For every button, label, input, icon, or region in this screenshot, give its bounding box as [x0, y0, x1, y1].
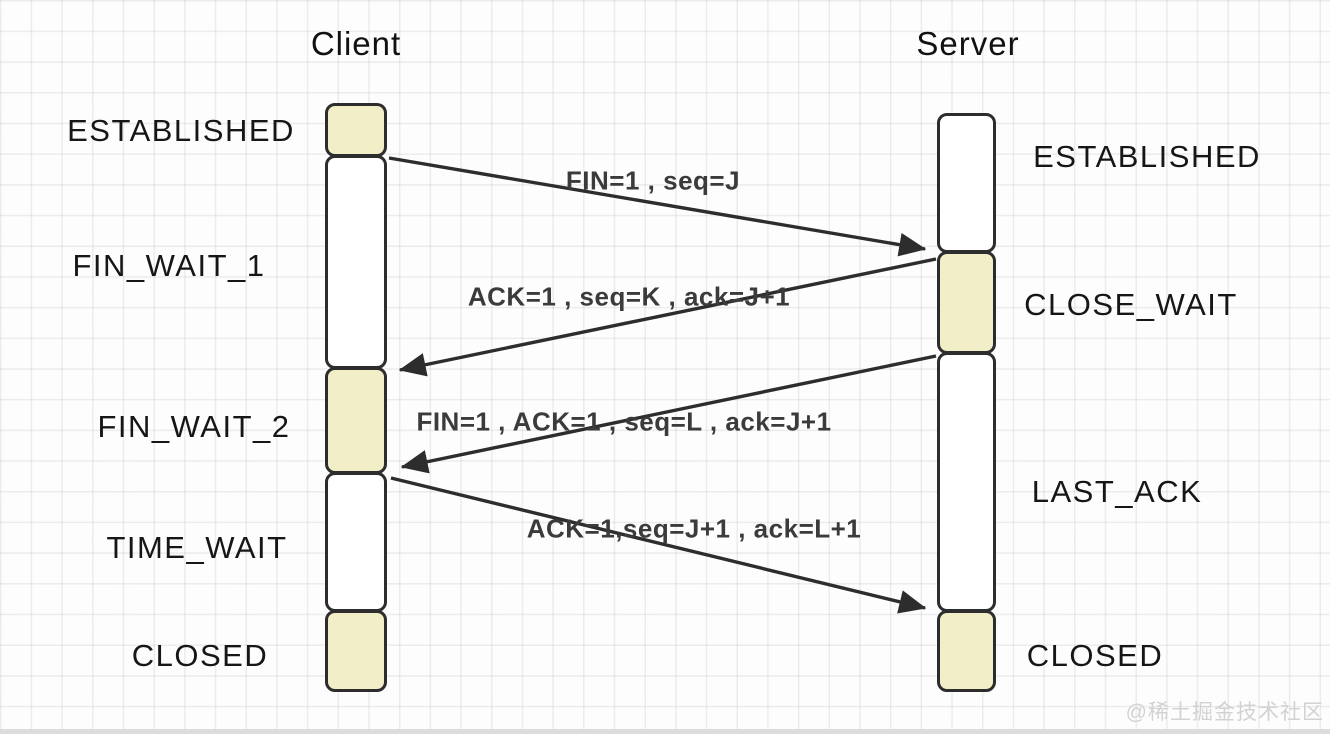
message-label-fin-ack: FIN=1 , ACK=1 , seq=L , ack=J+1 — [416, 406, 832, 437]
client-segment-fin-wait-1 — [325, 155, 387, 369]
client-state-closed: CLOSED — [131, 638, 269, 673]
client-segment-fin-wait-2 — [325, 367, 387, 474]
message-label-ack: ACK=1 , seq=K , ack=J+1 — [467, 281, 791, 312]
client-segment-closed — [325, 610, 387, 692]
client-title: Client — [310, 25, 402, 62]
client-segment-time-wait — [325, 472, 387, 612]
arrow-ack-server-to-client — [398, 257, 937, 377]
watermark: @稀土掘金技术社区 — [1125, 701, 1324, 724]
server-segment-established — [937, 113, 996, 253]
server-state-established: ESTABLISHED — [1033, 139, 1261, 174]
server-segment-last-ack — [937, 352, 996, 612]
server-state-close-wait: CLOSE_WAIT — [1024, 287, 1238, 322]
client-segment-established — [325, 103, 387, 157]
server-segment-close-wait — [937, 251, 996, 354]
client-state-time-wait: TIME_WAIT — [106, 530, 288, 565]
message-label-fin: FIN=1 , seq=J — [565, 165, 741, 196]
message-label-last-ack: ACK=1,seq=J+1 , ack=L+1 — [526, 513, 862, 544]
server-title: Server — [916, 25, 1020, 62]
client-state-established: ESTABLISHED — [67, 113, 295, 148]
server-state-last-ack: LAST_ACK — [1031, 474, 1203, 509]
bottom-edge-strip — [0, 729, 1330, 734]
server-segment-closed — [937, 610, 996, 692]
client-state-fin-wait-2: FIN_WAIT_2 — [97, 409, 291, 444]
client-state-fin-wait-1: FIN_WAIT_1 — [72, 248, 266, 283]
server-state-closed: CLOSED — [1026, 638, 1164, 673]
